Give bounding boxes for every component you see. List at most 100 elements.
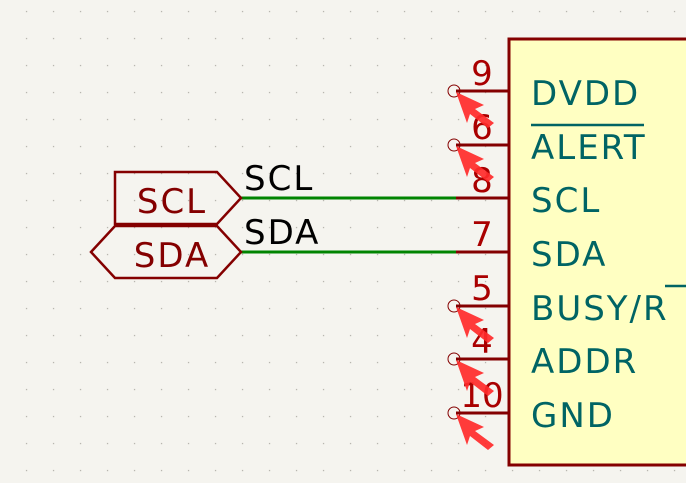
grid-dot xyxy=(565,10,568,13)
grid-dot xyxy=(430,172,433,175)
grid-dot xyxy=(322,334,325,337)
grid-dot xyxy=(376,118,379,121)
grid-dot xyxy=(295,415,298,418)
grid-dot xyxy=(79,10,82,13)
grid-dot xyxy=(430,307,433,310)
grid-dot xyxy=(133,469,136,472)
grid-dot xyxy=(160,388,163,391)
grid-dot xyxy=(457,172,460,175)
grid-dot xyxy=(295,307,298,310)
erc-arrow-shape xyxy=(456,146,494,182)
grid-dot xyxy=(25,334,28,337)
component-body[interactable] xyxy=(507,37,686,467)
grid-dot xyxy=(295,118,298,121)
pin-name: SCL xyxy=(531,181,601,221)
grid-dot xyxy=(214,469,217,472)
grid-dot xyxy=(214,199,217,202)
grid-dot xyxy=(133,280,136,283)
grid-dot xyxy=(268,199,271,202)
grid-dot xyxy=(133,10,136,13)
grid-dot xyxy=(52,145,55,148)
grid-dot xyxy=(52,442,55,445)
grid-dot xyxy=(268,91,271,94)
global-label-scl[interactable]: SCL xyxy=(113,170,243,226)
grid-dot xyxy=(133,118,136,121)
grid-dot xyxy=(484,37,487,40)
grid-dot xyxy=(403,64,406,67)
grid-dot xyxy=(187,280,190,283)
grid-dot xyxy=(187,442,190,445)
grid-dot xyxy=(25,226,28,229)
global-label-sda[interactable]: SDA xyxy=(89,224,243,280)
grid-dot xyxy=(484,253,487,256)
grid-dot xyxy=(106,64,109,67)
grid-dot xyxy=(376,388,379,391)
grid-dot xyxy=(295,280,298,283)
grid-dot xyxy=(457,118,460,121)
grid-dot xyxy=(349,226,352,229)
grid-dot xyxy=(160,145,163,148)
erc-arrow-shape xyxy=(456,360,494,396)
grid-dot xyxy=(214,334,217,337)
grid-dot xyxy=(484,199,487,202)
grid-dot xyxy=(484,361,487,364)
grid-dot xyxy=(160,10,163,13)
grid-dot xyxy=(376,442,379,445)
grid-dot xyxy=(241,91,244,94)
grid-dot xyxy=(322,253,325,256)
net-label-scl[interactable]: SCL xyxy=(244,159,314,199)
grid-dot xyxy=(79,172,82,175)
grid-dot xyxy=(25,253,28,256)
erc-warning-arrow-icon[interactable] xyxy=(456,92,494,128)
grid-dot xyxy=(349,442,352,445)
grid-dot xyxy=(349,361,352,364)
grid-dot xyxy=(295,64,298,67)
grid-dot xyxy=(268,388,271,391)
grid-dot xyxy=(241,469,244,472)
grid-dot xyxy=(295,388,298,391)
grid-dot xyxy=(133,415,136,418)
grid-dot xyxy=(214,388,217,391)
net-label-sda[interactable]: SDA xyxy=(244,213,320,253)
grid-dot xyxy=(214,361,217,364)
grid-dot xyxy=(403,280,406,283)
grid-dot xyxy=(133,172,136,175)
erc-warning-arrow-icon[interactable] xyxy=(456,307,494,343)
grid-dot xyxy=(25,361,28,364)
erc-warning-arrow-icon[interactable] xyxy=(456,414,494,450)
grid-dot xyxy=(376,415,379,418)
grid-dot xyxy=(430,91,433,94)
grid-dot xyxy=(268,226,271,229)
grid-dot xyxy=(241,37,244,40)
grid-dot xyxy=(376,469,379,472)
grid-dot xyxy=(457,145,460,148)
grid-dot xyxy=(79,199,82,202)
grid-dot xyxy=(430,361,433,364)
grid-dot xyxy=(538,10,541,13)
erc-warning-arrow-icon[interactable] xyxy=(456,146,494,182)
grid-dot xyxy=(52,118,55,121)
grid-dot xyxy=(403,118,406,121)
grid-dot xyxy=(79,118,82,121)
grid-dot xyxy=(187,199,190,202)
grid-dot xyxy=(133,361,136,364)
grid-dot xyxy=(106,226,109,229)
pin-name: DVDD xyxy=(531,74,640,114)
grid-dot xyxy=(430,37,433,40)
erc-arrow-shape xyxy=(456,92,494,128)
grid-dot xyxy=(403,388,406,391)
grid-dot xyxy=(106,469,109,472)
grid-dot xyxy=(673,469,676,472)
grid-dot xyxy=(25,280,28,283)
grid-dot xyxy=(160,307,163,310)
global-label-sda-text: SDA xyxy=(134,236,210,276)
erc-warning-arrow-icon[interactable] xyxy=(456,360,494,396)
